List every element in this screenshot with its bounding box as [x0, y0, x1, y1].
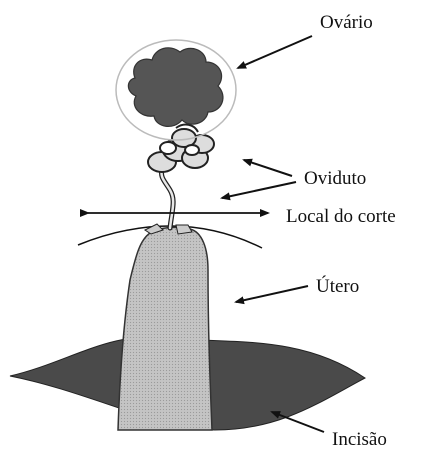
label-local-corte: Local do corte [286, 206, 396, 227]
label-oviduto: Oviduto [304, 168, 366, 189]
arrow-ovario [238, 36, 312, 68]
arrow-utero [236, 286, 308, 302]
arrow-oviduto-1 [244, 160, 292, 176]
arrow-incisao [272, 412, 324, 432]
oviduct-coil [148, 125, 214, 172]
arrow-oviduto-2 [222, 182, 296, 198]
label-incisao: Incisão [332, 429, 387, 450]
label-utero: Útero [316, 275, 359, 297]
label-ovario: Ovário [320, 12, 373, 33]
ovary-shape [128, 48, 223, 127]
uterus-shape [118, 227, 212, 430]
